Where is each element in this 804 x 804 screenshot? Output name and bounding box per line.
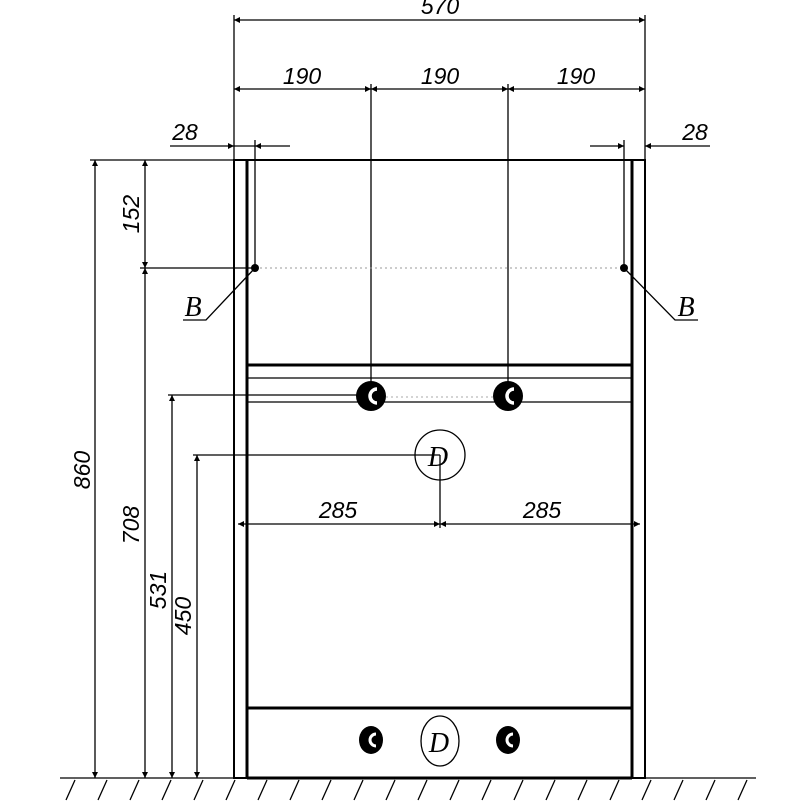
dim-28-left: 28	[171, 119, 198, 145]
dim-152: 152	[118, 195, 144, 234]
ground-hatch	[705, 779, 716, 801]
dim-860: 860	[69, 451, 95, 490]
ground-hatch	[225, 779, 236, 801]
dim-285-right: 285	[522, 497, 562, 523]
ground-hatch	[737, 779, 748, 801]
dimension-halves: 285 285	[238, 497, 640, 527]
ground-line	[60, 777, 756, 801]
ground-hatch	[257, 779, 268, 801]
ground-hatch	[129, 779, 140, 801]
connector-c-icon	[356, 381, 386, 411]
ground-hatch	[449, 779, 460, 801]
dim-570: 570	[421, 0, 460, 19]
ground-hatch	[385, 779, 396, 801]
ground-hatch	[353, 779, 364, 801]
ground-hatch	[513, 779, 524, 801]
ground-hatch	[289, 779, 300, 801]
dim-450: 450	[170, 597, 196, 636]
ground-hatch	[193, 779, 204, 801]
dim-531: 531	[145, 571, 171, 609]
ground-hatch	[545, 779, 556, 801]
ground-hatch	[577, 779, 588, 801]
ground-hatch	[641, 779, 652, 801]
label-b-left: B	[184, 292, 201, 323]
ground-hatch	[97, 779, 108, 801]
dim-190-1: 190	[283, 63, 322, 89]
ground-hatch	[417, 779, 428, 801]
dim-190-2: 190	[421, 63, 460, 89]
connectors-c	[356, 381, 523, 754]
cabinet-body	[233, 159, 646, 780]
dimension-sections: 190 190 190	[234, 63, 645, 395]
drains-d: D D	[414, 429, 466, 767]
dimension-heights: 860 152 708 531 450	[69, 159, 440, 778]
connector-c-icon	[359, 726, 383, 754]
dim-28-right: 28	[681, 119, 708, 145]
dimension-overall-width: 570	[233, 0, 646, 160]
dim-190-3: 190	[557, 63, 596, 89]
ground-hatch	[481, 779, 492, 801]
ground-hatch	[609, 779, 620, 801]
ground-hatch	[673, 779, 684, 801]
dim-708: 708	[118, 506, 144, 545]
ground-hatch	[161, 779, 172, 801]
connector-c-icon	[493, 381, 523, 411]
label-d-upper: D	[427, 442, 448, 473]
label-d-lower: D	[428, 728, 449, 759]
ground-hatch	[65, 779, 76, 801]
mount-points-b: B B	[183, 264, 698, 323]
connector-c-icon	[496, 726, 520, 754]
label-b-right: B	[677, 292, 694, 323]
dimension-offsets: 28 28	[170, 119, 710, 268]
dim-285-left: 285	[318, 497, 358, 523]
ground-hatch	[321, 779, 332, 801]
